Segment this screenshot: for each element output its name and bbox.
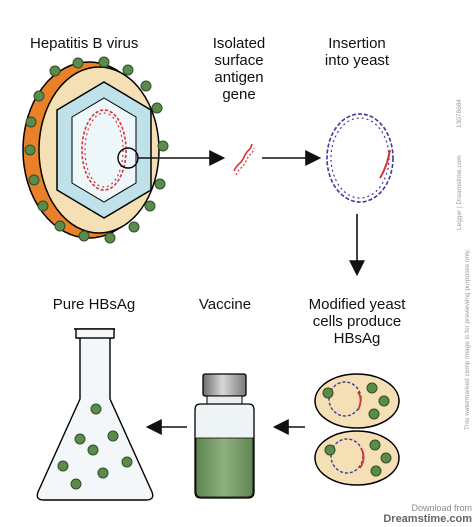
label-pure-hbsag: Pure HBsAg (52, 296, 136, 313)
label-isolated-gene-4: gene (222, 86, 256, 103)
sidebar-note: This watermarked comp image is for previ… (464, 248, 471, 430)
label-modified-yeast-3: HBsAg (333, 330, 381, 347)
virus-surface-particles (24, 56, 169, 244)
vial-cap (202, 373, 247, 397)
sidebar-credit: Legger | Dreamstime.com (456, 155, 463, 230)
flask (36, 328, 154, 501)
yeast-cell-bottom (314, 430, 400, 486)
yeast-cell-top (314, 373, 400, 429)
vial-liquid (195, 437, 254, 498)
sidebar-id: 13078684 (456, 99, 463, 128)
hepatitis-b-virus (22, 56, 169, 244)
label-insertion-yeast-1: Insertion (328, 35, 386, 52)
label-insertion-yeast-2: into yeast (324, 52, 390, 69)
vaccine-vial (194, 373, 255, 499)
label-modified-yeast-1: Modified yeast (308, 296, 406, 313)
watermark-line1: Download from (411, 503, 472, 513)
label-isolated-gene-3: antigen (214, 69, 264, 86)
label-vaccine: Vaccine (198, 296, 252, 313)
label-hepatitis-b-virus: Hepatitis B virus (30, 35, 139, 52)
stock-sidebar: 13078684 Legger | Dreamstime.com This wa… (448, 0, 474, 527)
yeast-dna-ring (326, 113, 394, 203)
label-isolated-gene-2: surface (214, 52, 264, 69)
label-modified-yeast-2: cells produce (312, 313, 402, 330)
watermark-line2: Dreamstime.com (383, 513, 472, 525)
isolated-gene-fragment (233, 143, 255, 176)
label-isolated-gene-1: Isolated (212, 35, 266, 52)
dreamstime-watermark: Download from Dreamstime.com (383, 503, 472, 525)
